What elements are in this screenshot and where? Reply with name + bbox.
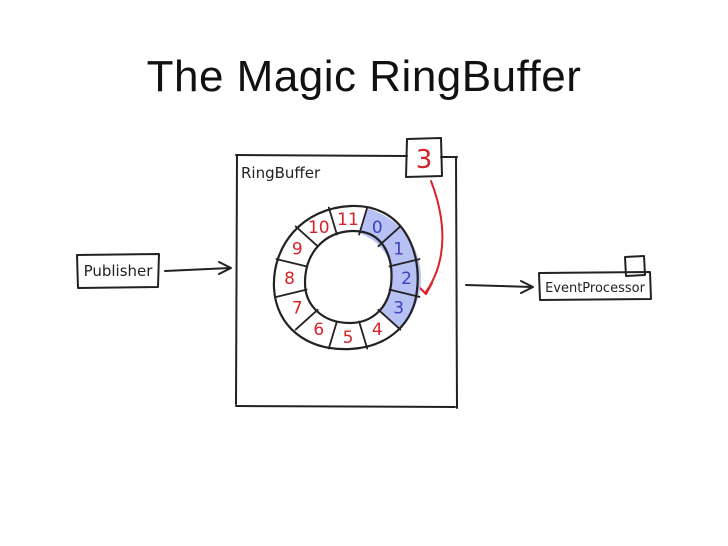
event-processor-sequence-square bbox=[624, 255, 646, 277]
ring-slot-divider bbox=[327, 320, 338, 350]
ring-slot-label: 5 bbox=[343, 328, 354, 348]
ring-slot-label: 1 bbox=[393, 240, 404, 260]
ring-slot-label: 8 bbox=[284, 269, 295, 289]
ring-slot-divider bbox=[275, 288, 308, 298]
publisher-box: Publisher bbox=[76, 253, 160, 289]
sequence-box: 3 bbox=[405, 137, 443, 178]
ring-slot-label: 7 bbox=[292, 299, 303, 319]
ring-slot-divider bbox=[294, 308, 319, 331]
ring-slot-label: 0 bbox=[372, 218, 383, 238]
ring-slot-label: 6 bbox=[313, 320, 324, 340]
ring-slot-divider bbox=[377, 308, 402, 331]
ring-slot-fill-0 bbox=[359, 208, 400, 246]
ring-slot-divider bbox=[294, 225, 319, 248]
ring-slot-divider bbox=[358, 320, 369, 350]
publisher-label: Publisher bbox=[84, 262, 154, 280]
ring-slot-fill-2 bbox=[390, 259, 421, 297]
sequence-pointer-arrow bbox=[417, 180, 444, 295]
ring-slot-dividers bbox=[275, 206, 421, 350]
ring-slot-label: 10 bbox=[308, 218, 330, 238]
publisher-arrow bbox=[164, 261, 232, 275]
event-processor-label: EventProcessor bbox=[545, 281, 646, 296]
ring-slot-divider bbox=[275, 258, 308, 268]
ring-slot-divider bbox=[388, 258, 421, 268]
slide-title: The Magic RingBuffer bbox=[146, 52, 582, 101]
ring-slot-divider bbox=[377, 225, 402, 248]
ringbuffer-box: RingBuffer bbox=[235, 154, 458, 409]
ring-slot-divider bbox=[388, 288, 421, 298]
ring-slot-divider bbox=[327, 206, 338, 236]
sequence-value: 3 bbox=[416, 145, 433, 175]
ring-slot-label: 11 bbox=[337, 210, 359, 230]
ring-slot-divider bbox=[358, 206, 369, 236]
ring-slot-label: 3 bbox=[393, 299, 404, 319]
ring-slot-label: 9 bbox=[292, 240, 303, 260]
ring-slot-label: 2 bbox=[401, 269, 412, 289]
ringbuffer-label: RingBuffer bbox=[241, 164, 321, 182]
ring-slot-label: 4 bbox=[372, 320, 383, 340]
event-processor-arrow bbox=[465, 280, 534, 294]
event-processor-box: EventProcessor bbox=[538, 255, 652, 301]
